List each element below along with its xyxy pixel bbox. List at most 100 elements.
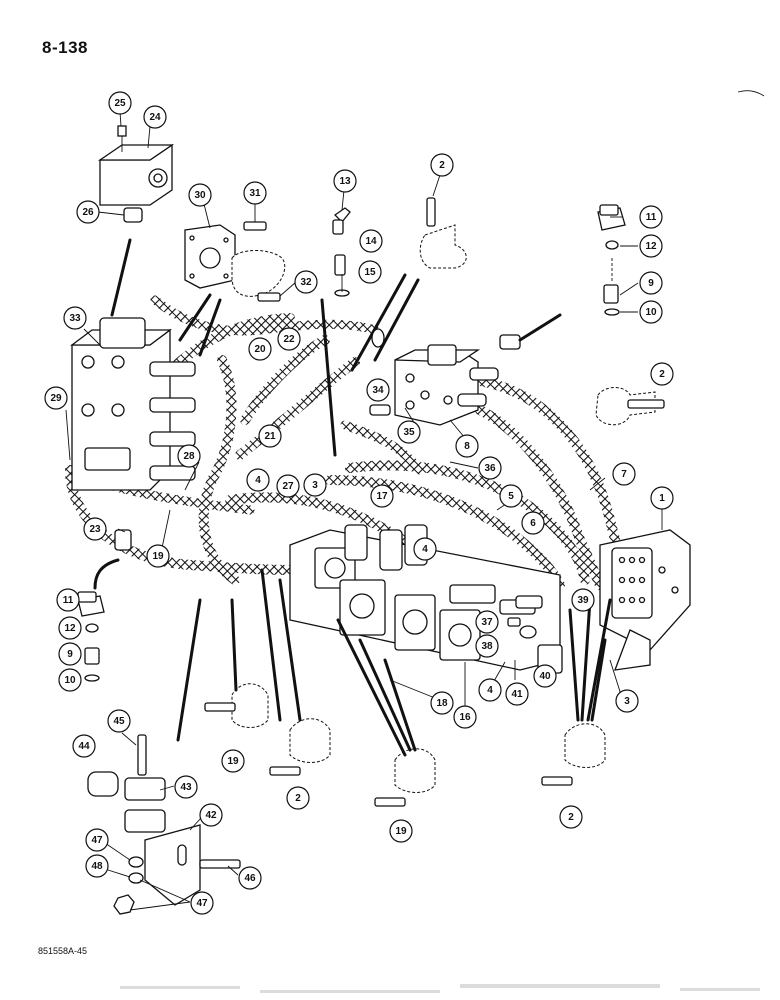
mount-outline-2c [289,718,331,763]
callout-circle [559,805,583,829]
callout-circle [258,424,282,448]
callout-circle [85,828,109,852]
callout-label: 23 [89,524,101,535]
callout-label: 10 [645,307,657,318]
bolt-32 [257,292,281,302]
bolt-19c [374,797,406,807]
callout-c2c: 2 [286,786,310,810]
callout-circle [303,473,327,497]
callout-label: 35 [403,427,415,438]
callout-circle [455,434,479,458]
callout-label: 9 [648,278,654,289]
callout-c3b: 3 [615,689,639,713]
callout-circle [413,537,437,561]
callout-c10a: 10 [639,300,663,324]
callout-c35: 35 [397,420,421,444]
hose-upper-arc [150,295,380,336]
callout-c2a: 2 [430,153,454,177]
callout-circle [430,153,454,177]
callout-label: 37 [481,617,493,628]
callout-circle [397,420,421,444]
callout-c34: 34 [366,378,390,402]
callout-label: 10 [64,675,76,686]
callout-circle [294,270,318,294]
callout-c27: 27 [276,474,300,498]
hose-6 [475,405,605,590]
cap-11-top [597,204,626,231]
callout-label: 18 [436,698,448,709]
callout-c9a: 9 [639,271,663,295]
o-ring-10-bottom [84,674,100,682]
callout-c13: 13 [333,169,357,193]
callout-circle [56,588,80,612]
bolt-45 [137,734,147,776]
fitting-38 [519,625,537,639]
callout-circle [143,105,167,129]
callout-c19a: 19 [146,544,170,568]
callout-label: 34 [372,385,384,396]
callout-label: 9 [67,649,73,660]
hose-35 [340,420,425,475]
install-line-13 [320,298,337,457]
callout-label: 4 [487,685,493,696]
callout-label: 11 [646,212,657,223]
install-line-top-b [373,278,420,362]
callout-label: 5 [508,491,514,502]
pump-assembly-1 [599,529,691,651]
fitting-9-bottom [84,647,100,665]
callout-label: 2 [439,160,445,171]
callout-label: 39 [577,595,589,606]
callout-c20: 20 [248,337,272,361]
callout-c46: 46 [238,866,262,890]
adapter-26 [123,207,143,223]
callout-circle [475,610,499,634]
main-control-valve [289,524,561,671]
callout-c2b: 2 [650,362,674,386]
callout-label: 12 [64,623,76,634]
callout-label: 36 [484,463,496,474]
callout-c33: 33 [63,306,87,330]
clamp-half-44 [87,771,119,797]
callout-c47a: 47 [85,828,109,852]
callout-circle [238,866,262,890]
callout-c31: 31 [243,181,267,205]
install-line-26 [110,238,132,317]
callout-circle [533,664,557,688]
fitting-39 [515,595,543,609]
bracket-42 [144,824,201,906]
washer-47 [128,856,144,868]
callout-circle [366,378,390,402]
callout-label: 12 [645,241,657,252]
install-line-top-a [350,273,407,372]
callout-c18: 18 [430,691,454,715]
callout-label: 40 [539,671,551,682]
nut-48 [113,894,135,915]
callout-label: 47 [196,898,208,909]
callout-c36: 36 [478,456,502,480]
callout-c19b: 19 [221,749,245,773]
hose-20 [198,355,240,585]
callout-label: 1 [659,493,665,504]
callout-circle [499,484,523,508]
callout-circle [333,169,357,193]
callout-circle [58,642,82,666]
valve-30 [184,224,236,289]
callout-c4a: 4 [246,468,270,492]
document-code: 851558A-45 [38,946,88,956]
callout-circle [199,803,223,827]
callout-circle [370,484,394,508]
callout-c1: 1 [650,486,674,510]
callout-circle [639,300,663,324]
callout-c22: 22 [277,327,301,351]
callout-c17: 17 [370,484,394,508]
callout-circle [478,678,502,702]
callout-circle [44,386,68,410]
cap-11-bottom [77,591,105,617]
callout-c12b: 12 [58,616,82,640]
callout-circle [58,668,82,692]
callout-label: 14 [365,236,377,247]
install-line-upper-right [518,313,562,342]
callout-label: 31 [249,188,261,199]
callout-c30: 30 [188,183,212,207]
install-line-30 [178,293,212,342]
